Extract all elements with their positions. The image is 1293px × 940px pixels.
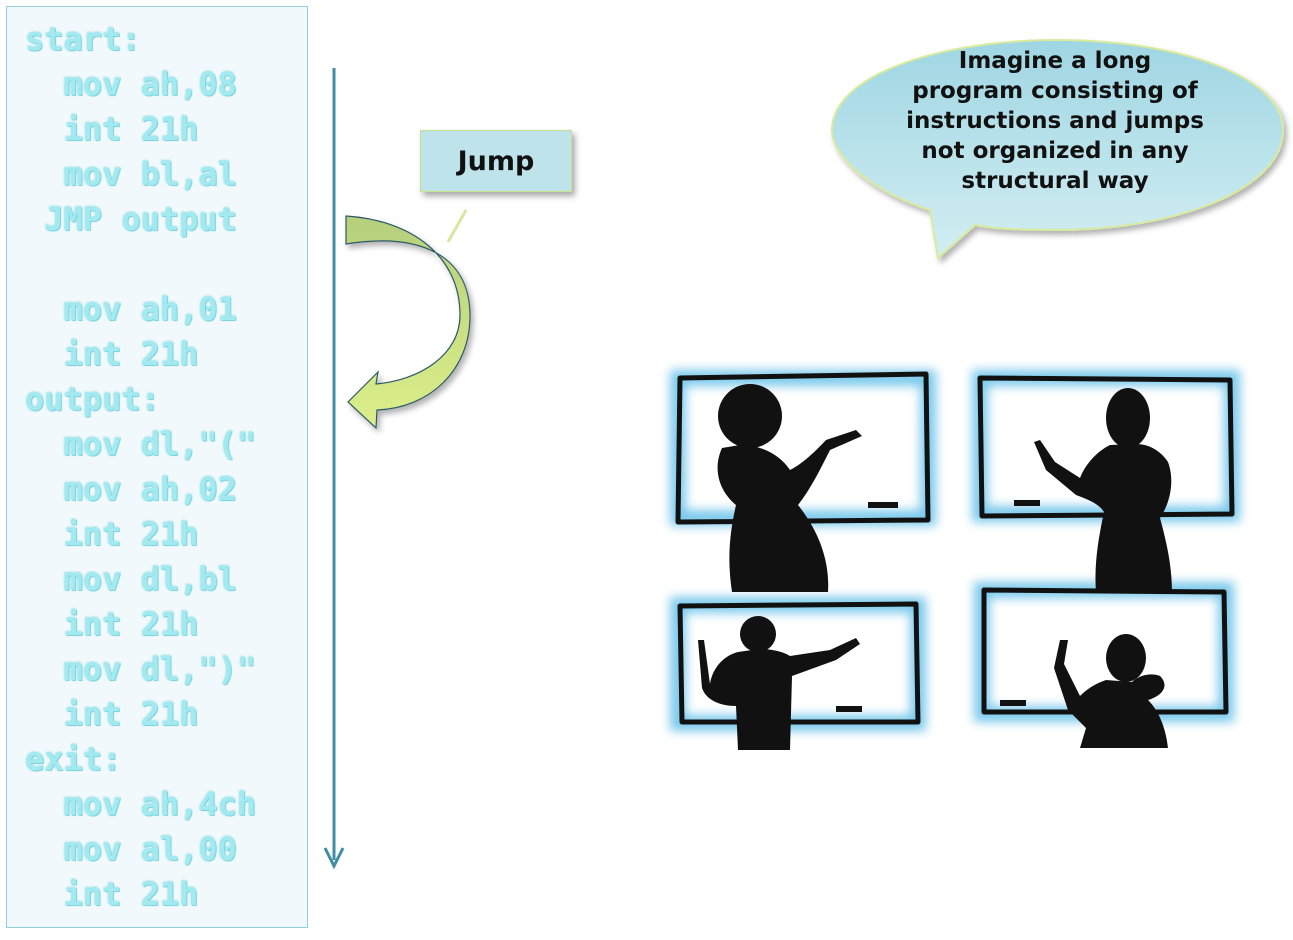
- code-line: int 21h: [25, 515, 199, 553]
- bubble-line: not organized in any: [921, 138, 1189, 164]
- callout-pointer: [446, 209, 468, 243]
- code-line: start:: [25, 20, 141, 58]
- code-line: int 21h: [25, 605, 199, 643]
- code-line: mov ah,08: [25, 65, 237, 103]
- bubble-line: structural way: [961, 168, 1149, 194]
- code-panel: start: mov ah,08 int 21h mov bl,al JMP o…: [6, 6, 308, 928]
- code-line: output:: [25, 380, 160, 418]
- speech-bubble-text: Imagine a long program consisting of ins…: [890, 46, 1220, 196]
- code-line: int 21h: [25, 335, 199, 373]
- code-line: JMP output: [25, 200, 237, 238]
- code-line: exit:: [25, 740, 122, 778]
- bubble-line: instructions and jumps: [906, 108, 1204, 134]
- code-line: mov dl,bl: [25, 560, 237, 598]
- code-line: mov dl,")": [25, 650, 257, 688]
- code-line: mov al,00: [25, 830, 237, 868]
- jump-arrow: [345, 215, 471, 430]
- code-line: mov bl,al: [25, 155, 237, 193]
- code-line: mov ah,01: [25, 290, 237, 328]
- bubble-line: Imagine a long: [958, 48, 1152, 74]
- jump-label: Jump: [457, 145, 535, 177]
- code-line: int 21h: [25, 695, 199, 733]
- jump-callout: Jump: [420, 130, 572, 192]
- code-line: mov dl,"(": [25, 425, 257, 463]
- speech-bubble: [830, 38, 1285, 260]
- execution-flow-arrow: [323, 68, 345, 870]
- teachers-at-whiteboards-icon: [670, 370, 1240, 750]
- code-line: mov ah,4ch: [25, 785, 257, 823]
- bubble-line: program consisting of: [912, 78, 1198, 104]
- code-line: mov ah,02: [25, 470, 237, 508]
- code-line: int 21h: [25, 875, 199, 913]
- code-line: int 21h: [25, 110, 199, 148]
